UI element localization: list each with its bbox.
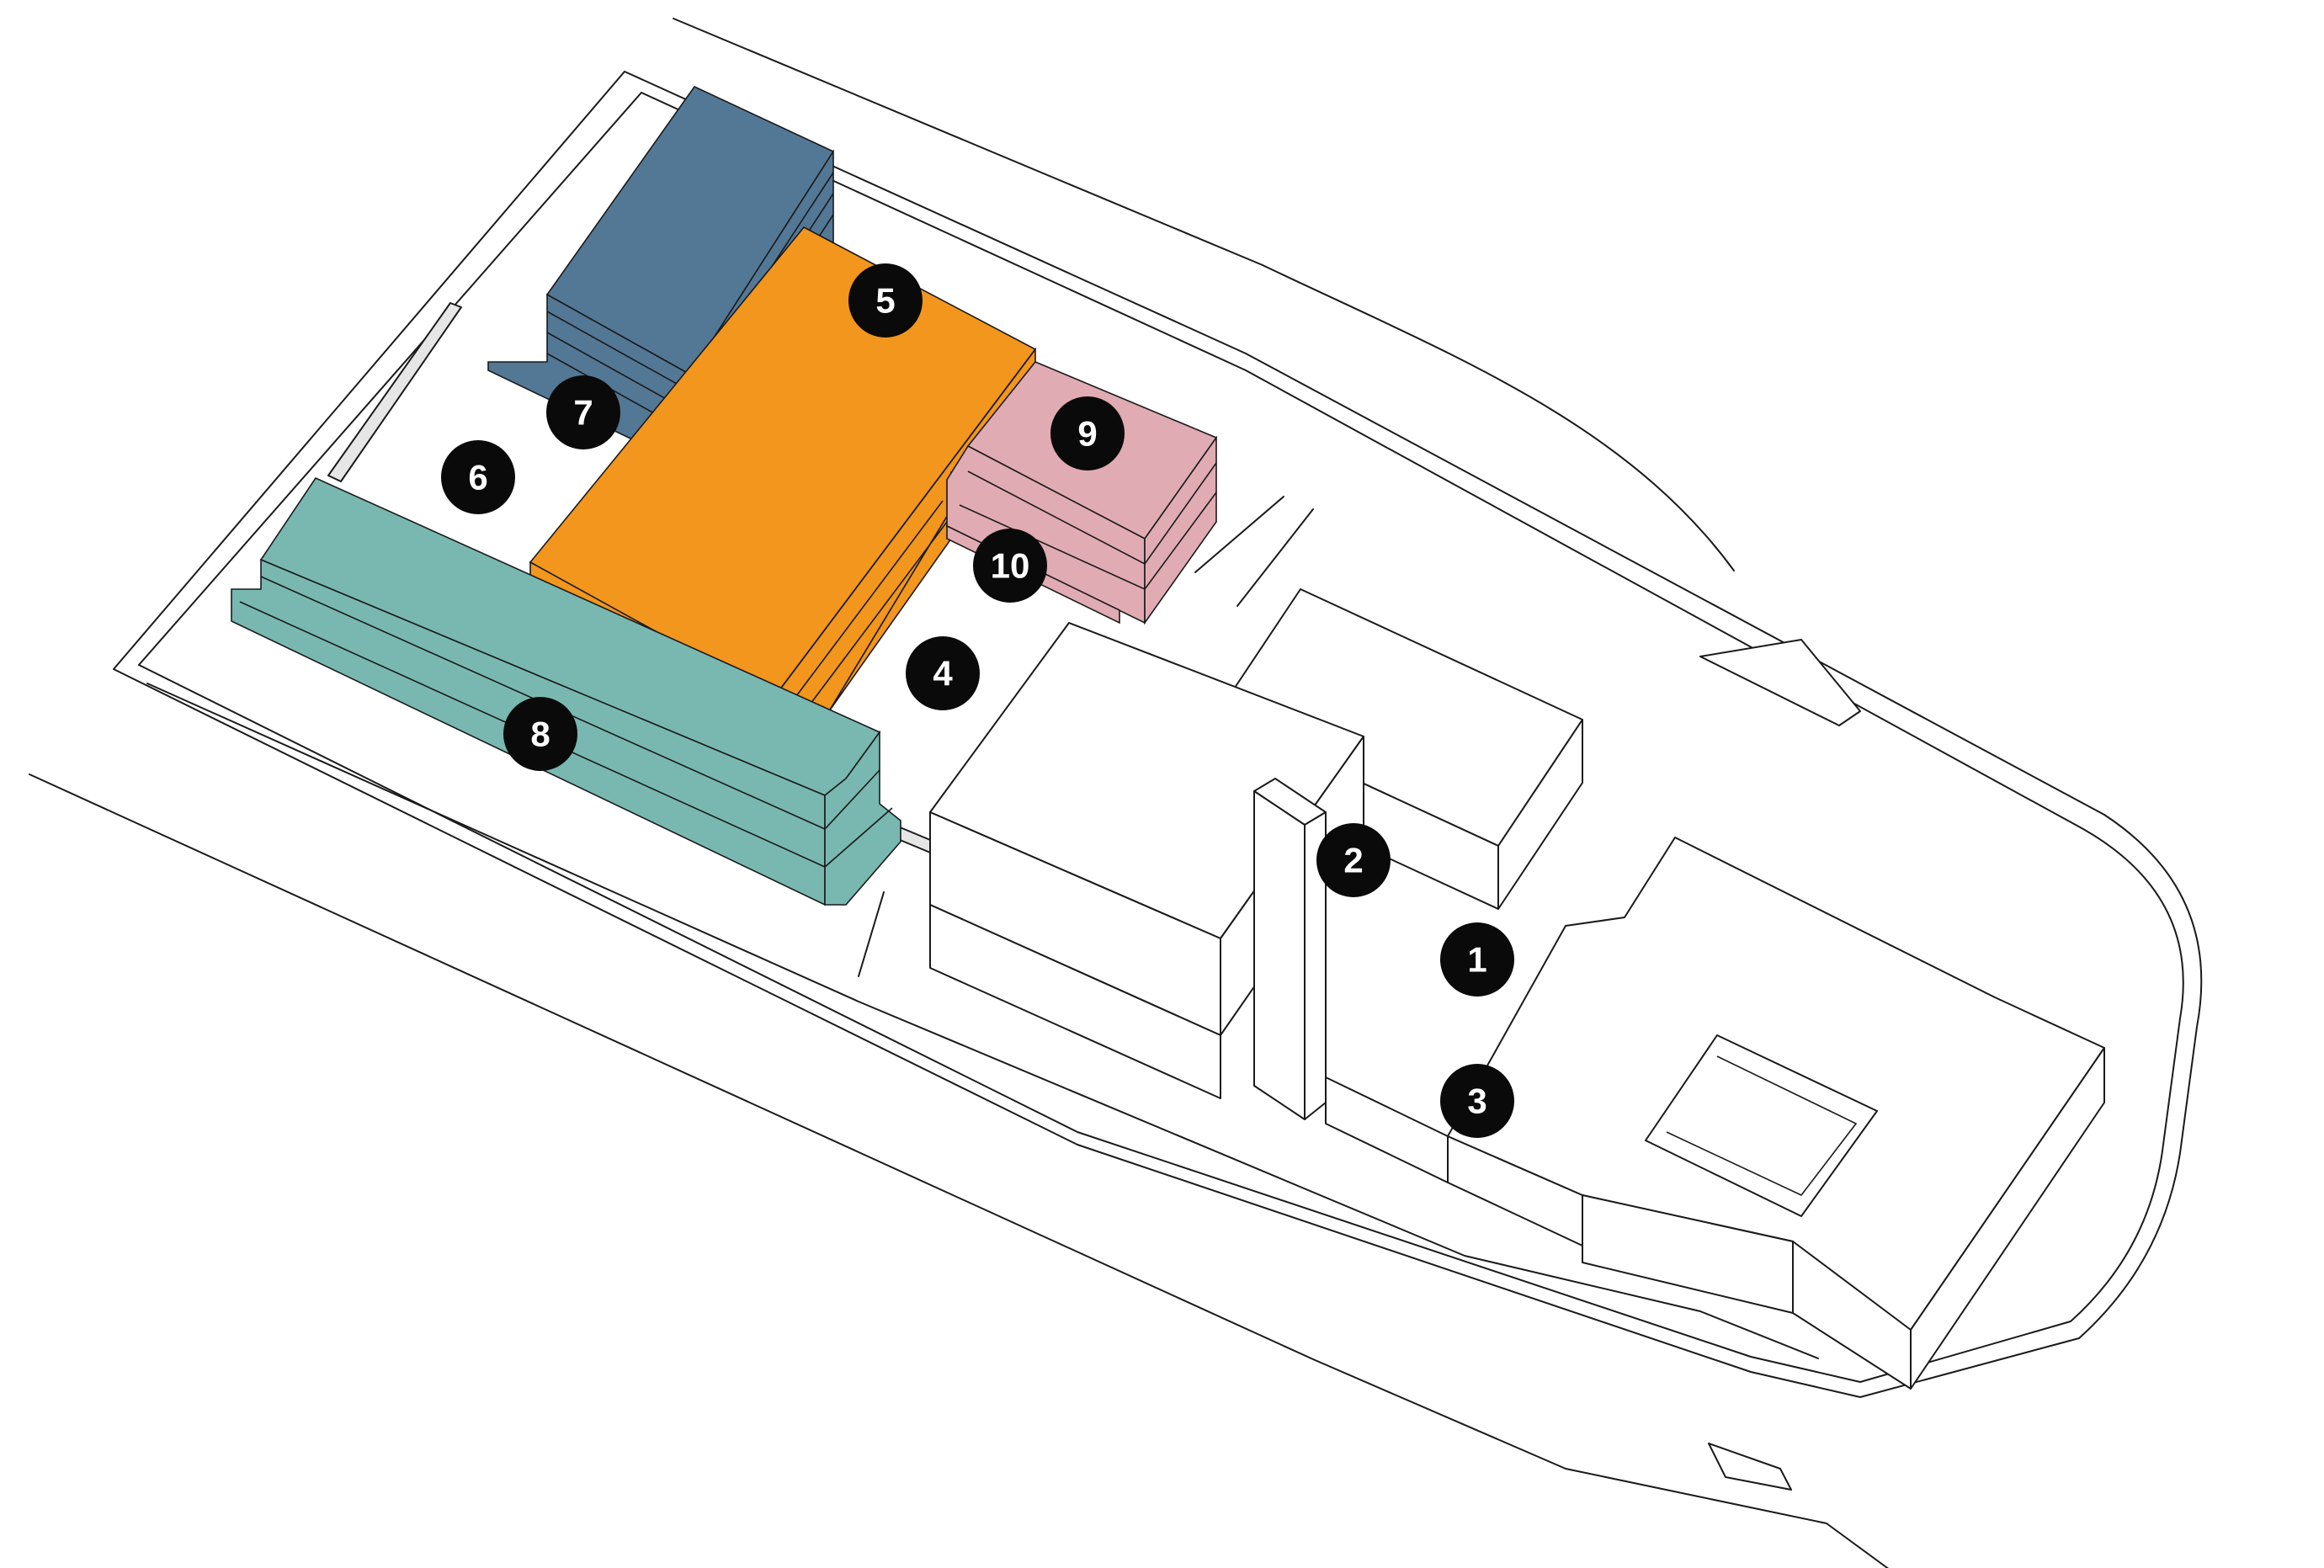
marker-7[interactable]: 7 — [546, 375, 620, 449]
marker-10-label: 10 — [991, 546, 1030, 586]
marker-6[interactable]: 6 — [441, 440, 515, 514]
west-road-edge — [29, 773, 1889, 1568]
plot-divider-b — [1194, 496, 1284, 573]
marker-2-label: 2 — [1343, 841, 1363, 880]
markers: 1 2 3 4 5 6 7 8 9 10 — [441, 263, 1514, 1138]
site-lines — [29, 18, 2203, 1568]
inner-curb — [138, 92, 2184, 1383]
marker-3[interactable]: 3 — [1440, 1064, 1514, 1138]
marker-10[interactable]: 10 — [973, 529, 1047, 603]
pink-block-side — [1144, 435, 1217, 625]
marker-4-label: 4 — [933, 654, 953, 694]
grey-wall — [327, 302, 462, 482]
plot-divider-c — [1236, 508, 1314, 607]
marker-8-label: 8 — [530, 715, 550, 754]
outer-curb — [113, 71, 2203, 1398]
marker-5[interactable]: 5 — [848, 263, 923, 338]
teal-block-side — [824, 730, 901, 906]
north-road-edge — [673, 18, 1735, 571]
traffic-island — [1699, 639, 1861, 726]
courtyard-block-side — [1910, 1047, 2105, 1390]
marker-1[interactable]: 1 — [1440, 922, 1514, 997]
median-strip — [1708, 1443, 1792, 1491]
marker-2[interactable]: 2 — [1316, 823, 1391, 897]
white-block-central-lower — [929, 904, 1221, 1099]
low-base — [1325, 1076, 1449, 1183]
context-buildings — [327, 302, 2105, 1390]
marker-6-label: 6 — [468, 458, 487, 497]
marker-8[interactable]: 8 — [503, 697, 577, 771]
marker-5-label: 5 — [875, 281, 895, 321]
pavement-edge — [146, 683, 1819, 1359]
plot-divider-a — [858, 891, 885, 977]
marker-9-label: 9 — [1077, 414, 1097, 454]
marker-4[interactable]: 4 — [906, 636, 980, 710]
courtyard-well-inner — [1666, 1055, 1858, 1196]
orange-block-floor-lines — [774, 348, 1036, 708]
marker-7-label: 7 — [573, 393, 593, 433]
marker-3-label: 3 — [1467, 1082, 1486, 1121]
teal-block-floor-lines — [239, 576, 893, 868]
marker-9[interactable]: 9 — [1050, 396, 1125, 470]
tower-front — [1253, 790, 1306, 1120]
marker-1-label: 1 — [1467, 940, 1486, 980]
